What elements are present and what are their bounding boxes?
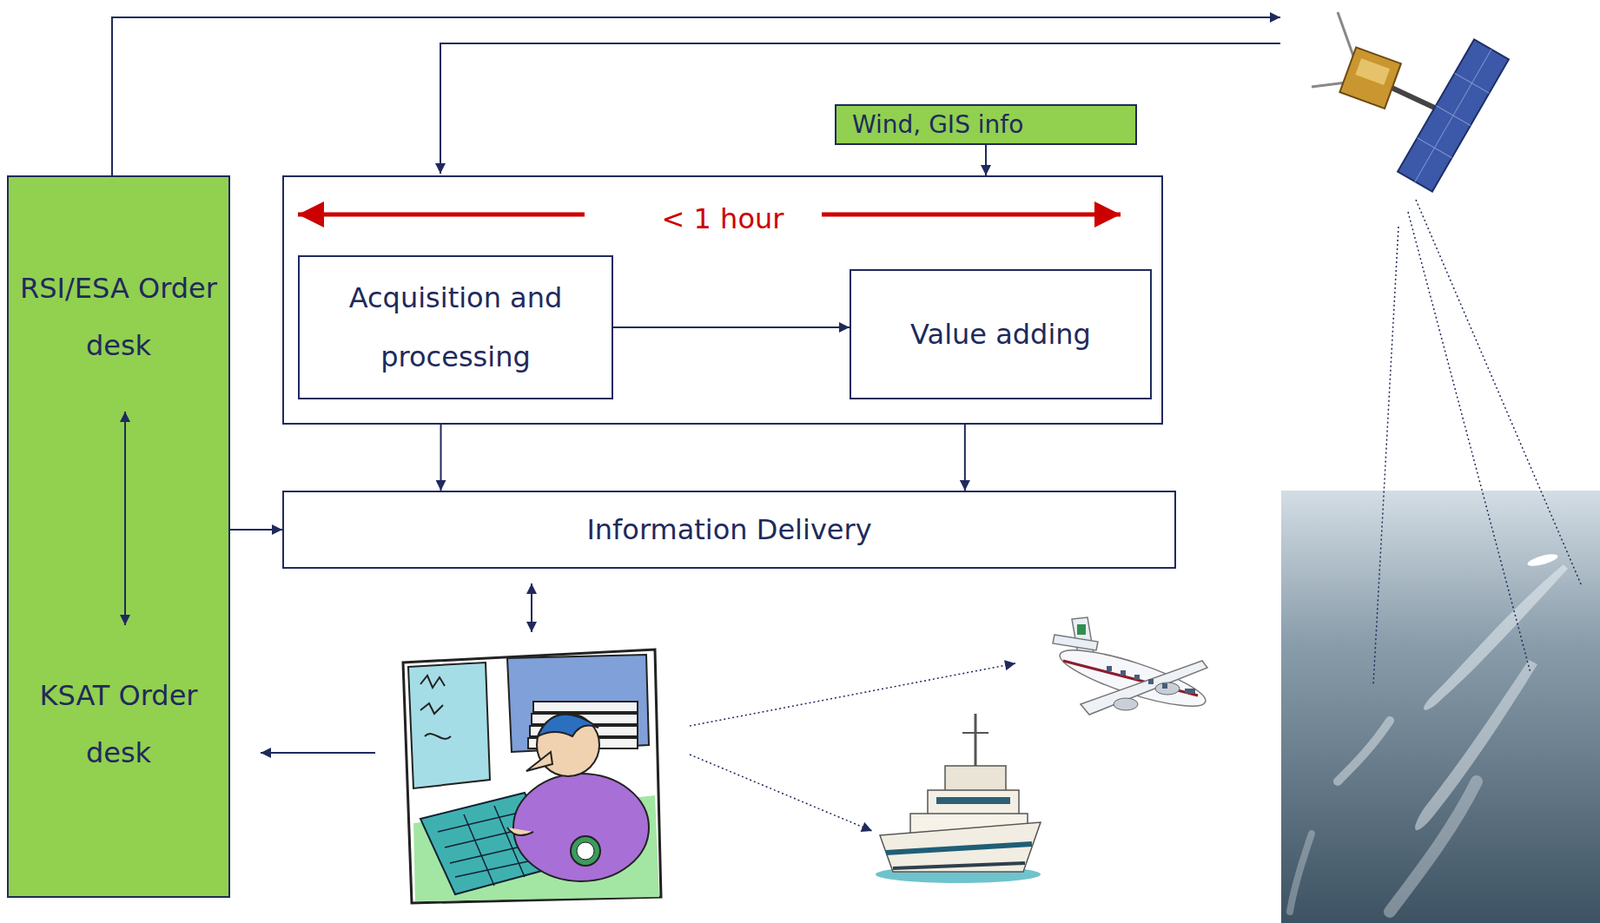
processing-group: < 1 hourAcquisition and processing Value … [282, 175, 1164, 425]
aircraft-icon [1052, 617, 1210, 717]
node-label: Acquisition and processing [318, 268, 593, 387]
flow-arrow [985, 145, 987, 176]
node-label: Wind, GIS info [852, 110, 1024, 140]
ship-icon [875, 714, 1041, 884]
radar-beams [1373, 199, 1582, 686]
node-label: KSAT Order desk [8, 667, 229, 782]
ocean-photo [1281, 490, 1600, 923]
node-label: Information Delivery [586, 510, 872, 549]
user-order-arrow [260, 752, 376, 754]
order-desk-band: RSI/ESA Order deskKSAT Order desk [6, 175, 231, 899]
process-box: Value adding [849, 269, 1152, 400]
delivery-box: Information Delivery [282, 490, 1177, 569]
time-arrow-right [821, 212, 1121, 218]
order-desk-arrow [124, 411, 126, 626]
dispatch-ship-arrow [689, 754, 873, 832]
flow-arrow [230, 528, 283, 531]
node-label: Value adding [910, 315, 1091, 354]
process-box: Acquisition and processing [297, 255, 614, 400]
flow-arrow [440, 424, 443, 491]
satellite-icon [1311, 12, 1509, 192]
operator-clipart [403, 649, 662, 904]
time-arrow-left [297, 212, 585, 218]
node-label: RSI/ESA Order desk [8, 259, 229, 375]
node-label: < 1 hour [284, 199, 1162, 239]
uplink-arrow [112, 17, 1281, 176]
input-box: Wind, GIS info [834, 104, 1138, 146]
flow-arrow [613, 326, 850, 329]
flow-arrow [964, 424, 966, 491]
downlink-arrow [440, 43, 1281, 174]
delivery-user-arrow [530, 583, 533, 633]
dispatch-aircraft-arrow [689, 663, 1016, 727]
